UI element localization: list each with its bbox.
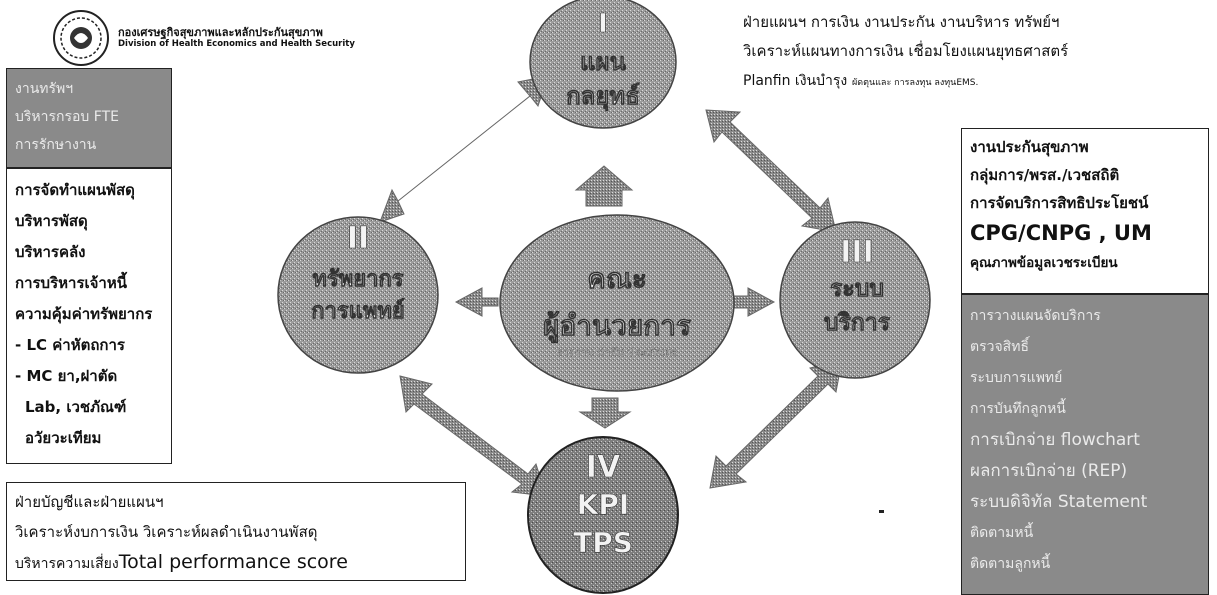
bottom-left-box-line3-prefix: บริหารความเสี่ยง bbox=[15, 556, 119, 572]
logo-emblem-icon bbox=[53, 10, 109, 66]
right-top-box-line5: คุณภาพข้อมูลเวชระเบียน bbox=[970, 255, 1118, 271]
arrow-top-left bbox=[379, 75, 549, 223]
logo-text: กองเศรษฐกิจสุขภาพและหลักประกันสุขภาพ Div… bbox=[118, 26, 448, 50]
left-list-item: ความคุ้มค่าทรัพยากร bbox=[15, 305, 153, 323]
top-right-note-line3-small: ผัดตุนและ การลงทุน ลงทุนEMS. bbox=[852, 78, 979, 88]
bottom-left-box: ฝ่ายบัญชีและฝ่ายแผนฯ วิเคราะห์งบการเงิน … bbox=[6, 482, 466, 581]
circle-right bbox=[779, 221, 931, 379]
circle-right-line1: ระบบ bbox=[830, 276, 884, 302]
logo-title-th: กองเศรษฐกิจสุขภาพและหลักประกันสุขภาพ bbox=[118, 26, 323, 39]
right-bottom-box-line: ติดตามหนี้ bbox=[970, 525, 1034, 541]
right-top-box: งานประกันสุขภาพ กลุ่มการ/พรส./เวชสถิติ ก… bbox=[961, 128, 1209, 294]
right-top-box-line4: CPG/CNPG , UM bbox=[970, 221, 1152, 245]
arrow-right bbox=[733, 287, 776, 317]
circle-center-sub: รายงาน กำกับ ประเมินผล bbox=[556, 346, 678, 359]
circle-bottom-line2: TPS bbox=[573, 526, 633, 559]
arrow-bottom-right bbox=[709, 359, 843, 489]
circle-top bbox=[529, 0, 677, 129]
right-bottom-box-line: การวางแผนจัดบริการ bbox=[970, 308, 1101, 324]
left-top-box-line2: บริหารกรอบ FTE bbox=[15, 109, 119, 125]
right-bottom-box-line: ตรวจสิทธิ์ bbox=[970, 339, 1029, 355]
top-right-note-line2: วิเคราะห์แผนทางการเงิน เชื่อมโยงแผนยุทธศ… bbox=[743, 42, 1069, 60]
circle-center-line1: คณะ bbox=[587, 262, 647, 295]
circle-left bbox=[277, 216, 439, 374]
left-top-box: งานทรัพฯ บริหารกรอบ FTE การรักษางาน bbox=[6, 68, 172, 168]
right-bottom-box-line: การเบิกจ่าย flowchart bbox=[970, 430, 1140, 450]
left-list-item: การจัดทำแผนพัสดุ bbox=[15, 181, 135, 199]
right-bottom-box-line: ผลการเบิกจ่าย (REP) bbox=[970, 461, 1128, 481]
right-top-box-line3: การจัดบริการสิทธิประโยชน์ bbox=[970, 194, 1149, 212]
left-top-box-line3: การรักษางาน bbox=[15, 137, 97, 153]
left-list-item: บริหารคลัง bbox=[15, 243, 86, 261]
circle-right-numeral: III bbox=[840, 235, 874, 270]
circle-center-line2: ผู้อำนวยการ bbox=[543, 309, 691, 343]
circle-top-line2: กลยุทธ์ bbox=[566, 82, 640, 112]
left-list-box: การจัดทำแผนพัสดุ บริหารพัสดุ บริหารคลัง … bbox=[6, 168, 172, 464]
right-bottom-box: การวางแผนจัดบริการ ตรวจสิทธิ์ ระบบการแพท… bbox=[961, 294, 1209, 595]
circle-top-line1: แผน bbox=[580, 48, 627, 76]
logo-title-en: Division of Health Economics and Health … bbox=[118, 39, 355, 49]
right-top-box-line1: งานประกันสุขภาพ bbox=[970, 138, 1089, 156]
bottom-left-box-line3: บริหารความเสี่ยงTotal performance score bbox=[15, 547, 457, 579]
top-right-note: ฝ่ายแผนฯ การเงิน งานประกัน งานบริหาร ทรั… bbox=[743, 8, 1203, 98]
right-top-box-line2: กลุ่มการ/พรส./เวชสถิติ bbox=[970, 166, 1120, 184]
arrow-left bbox=[454, 287, 499, 317]
arrow-bottom-left bbox=[399, 375, 547, 497]
left-list-item: การบริหารเจ้าหนี้ bbox=[15, 274, 127, 292]
left-top-box-line1: งานทรัพฯ bbox=[15, 81, 74, 97]
left-list-item: - MC ยา,ฝาตัด bbox=[15, 367, 118, 385]
top-right-note-line1: ฝ่ายแผนฯ การเงิน งานประกัน งานบริหาร ทรั… bbox=[743, 13, 1060, 31]
arrow-up bbox=[574, 165, 634, 207]
bottom-left-box-line2: วิเคราะห์งบการเงิน วิเคราะห์ผลดำเนินงานพ… bbox=[15, 523, 318, 541]
right-bottom-box-line: ระบบการแพทย์ bbox=[970, 370, 1063, 386]
left-list-item: Lab, เวชภัณฑ์ bbox=[25, 398, 127, 416]
right-bottom-box-line: การบันทึกลูกหนี้ bbox=[970, 401, 1066, 417]
left-list-item: - LC ค่าหัตถการ bbox=[15, 336, 125, 354]
circle-bottom bbox=[527, 436, 679, 594]
right-bottom-box-line: ระบบดิจิทัล Statement bbox=[970, 492, 1148, 512]
top-right-note-line3: Planfin เงินบำรุง ผัดตุนและ การลงทุน ลงท… bbox=[743, 66, 1203, 98]
left-list-item: อวัยวะเทียม bbox=[25, 429, 102, 447]
circle-left-numeral: II bbox=[347, 221, 369, 256]
circle-top-numeral: I bbox=[598, 9, 608, 39]
circle-right-line2: บริการ bbox=[824, 310, 891, 336]
stray-mark bbox=[879, 510, 884, 513]
circle-bottom-line1: KPI bbox=[577, 488, 630, 521]
bottom-left-box-line1: ฝ่ายบัญชีและฝ่ายแผนฯ bbox=[15, 493, 164, 511]
top-right-note-line3-main: Planfin เงินบำรุง bbox=[743, 73, 848, 89]
left-list-item: บริหารพัสดุ bbox=[15, 212, 88, 230]
bottom-left-box-line3-main: Total performance score bbox=[118, 551, 348, 573]
arrow-top-right bbox=[705, 109, 837, 233]
circle-center bbox=[499, 214, 735, 392]
circle-bottom-numeral: IV bbox=[586, 450, 621, 485]
right-bottom-box-line: ติดตามลูกหนี้ bbox=[970, 556, 1051, 572]
circle-left-line2: การแพทย์ bbox=[311, 298, 405, 324]
circle-left-line1: ทรัพยากร bbox=[312, 267, 403, 292]
arrow-down bbox=[578, 397, 632, 429]
